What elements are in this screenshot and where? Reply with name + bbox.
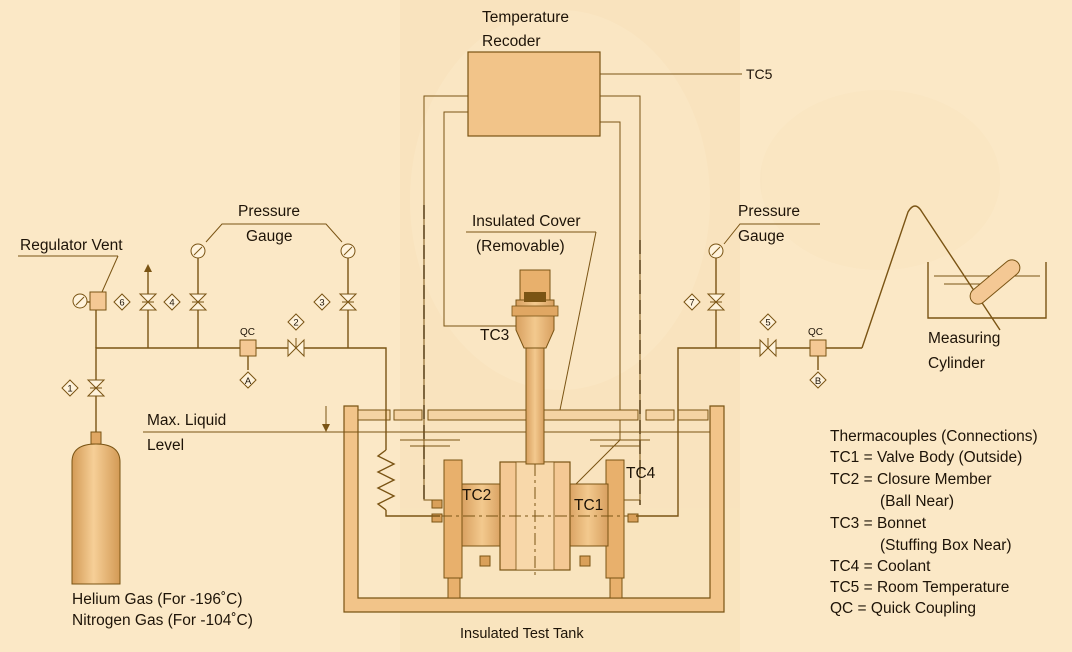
measuring-beaker (927, 259, 1047, 319)
legend-title: Thermacouples (Connections) (830, 428, 1038, 445)
valves: 1 2 3 4 5 6 7 (61, 293, 777, 397)
valve-tag (287, 313, 305, 331)
gauge-right-label: Gauge (738, 228, 785, 245)
qc-left-label: QC (240, 327, 255, 338)
qc-b-label: B (815, 376, 821, 387)
pressure-left-label: Pressure (238, 203, 300, 220)
regulator (72, 291, 107, 311)
cylinder-label: Cylinder (928, 355, 985, 372)
legend: Thermacouples (Connections) TC1 = Valve … (830, 428, 1038, 617)
gas-cylinder (71, 431, 121, 585)
regulator-vent-label: Regulator Vent (20, 237, 123, 254)
pressure-right-pointer (723, 223, 820, 245)
test-valve (431, 269, 639, 599)
valve-7: 7 (683, 293, 726, 311)
valve-number: 1 (67, 384, 72, 395)
tc5-label: TC5 (746, 66, 773, 82)
legend-item: TC1 = Valve Body (Outside) (830, 449, 1022, 466)
level-label: Level (147, 437, 184, 454)
valve-tag (683, 293, 701, 311)
legend-item: (Stuffing Box Near) (880, 537, 1012, 554)
valve-number: 2 (293, 318, 298, 329)
valve-4: 4 (163, 293, 208, 311)
legend-item: QC = Quick Coupling (830, 600, 976, 617)
valve-2: 2 (287, 313, 305, 358)
qc-right (809, 339, 827, 357)
qc-a-label: A (245, 376, 252, 387)
recoder-label: Recoder (482, 33, 541, 50)
temperature-recorder (467, 51, 601, 137)
valve-number: 7 (689, 298, 694, 309)
helium-gas-label: Helium Gas (For -196˚C) (72, 591, 243, 608)
insulated-cover-label: Insulated Cover (472, 213, 581, 230)
cover-pointer (559, 231, 597, 411)
qc-a-diamond (239, 371, 257, 389)
gauge-left-label: Gauge (246, 228, 293, 245)
valve-tag (113, 293, 131, 311)
valve-3: 3 (313, 293, 358, 311)
tc2-label: TC2 (462, 487, 491, 504)
tank-label: Insulated Test Tank (460, 626, 584, 642)
valve-tag (759, 313, 777, 331)
legend-item: TC4 = Coolant (830, 558, 931, 575)
valve-number: 4 (169, 298, 174, 309)
qc-left (239, 339, 257, 357)
tc4-label: TC4 (626, 465, 656, 482)
pressure-left-pointers (205, 223, 343, 243)
removable-label: (Removable) (476, 238, 565, 255)
valve-number: 5 (765, 318, 770, 329)
level-arrowhead (322, 424, 330, 432)
valve-6: 6 (113, 293, 158, 311)
valve-number: 6 (119, 298, 124, 309)
valve-tag (163, 293, 181, 311)
legend-item: TC5 = Room Temperature (830, 579, 1009, 596)
temperature-label: Temperature (482, 9, 569, 26)
legend-item: TC3 = Bonnet (830, 515, 927, 532)
regulator-vent-pointer (101, 255, 119, 293)
nitrogen-gas-label: Nitrogen Gas (For -104˚C) (72, 612, 253, 629)
valve-tag (61, 379, 79, 397)
left-piping (84, 258, 440, 517)
valve-5: 5 (759, 313, 777, 358)
max-liquid-label: Max. Liquid (147, 412, 226, 429)
valve-number: 3 (319, 298, 324, 309)
valve-tag (313, 293, 331, 311)
legend-item: (Ball Near) (880, 493, 954, 510)
tc1-label: TC1 (574, 497, 603, 514)
legend-item: TC2 = Closure Member (830, 471, 992, 488)
tc3-label: TC3 (480, 327, 509, 344)
qc-b-diamond (809, 371, 827, 389)
pressure-right-label: Pressure (738, 203, 800, 220)
valve-1: 1 (61, 379, 106, 397)
measuring-label: Measuring (928, 330, 1000, 347)
qc-right-label: QC (808, 327, 823, 338)
